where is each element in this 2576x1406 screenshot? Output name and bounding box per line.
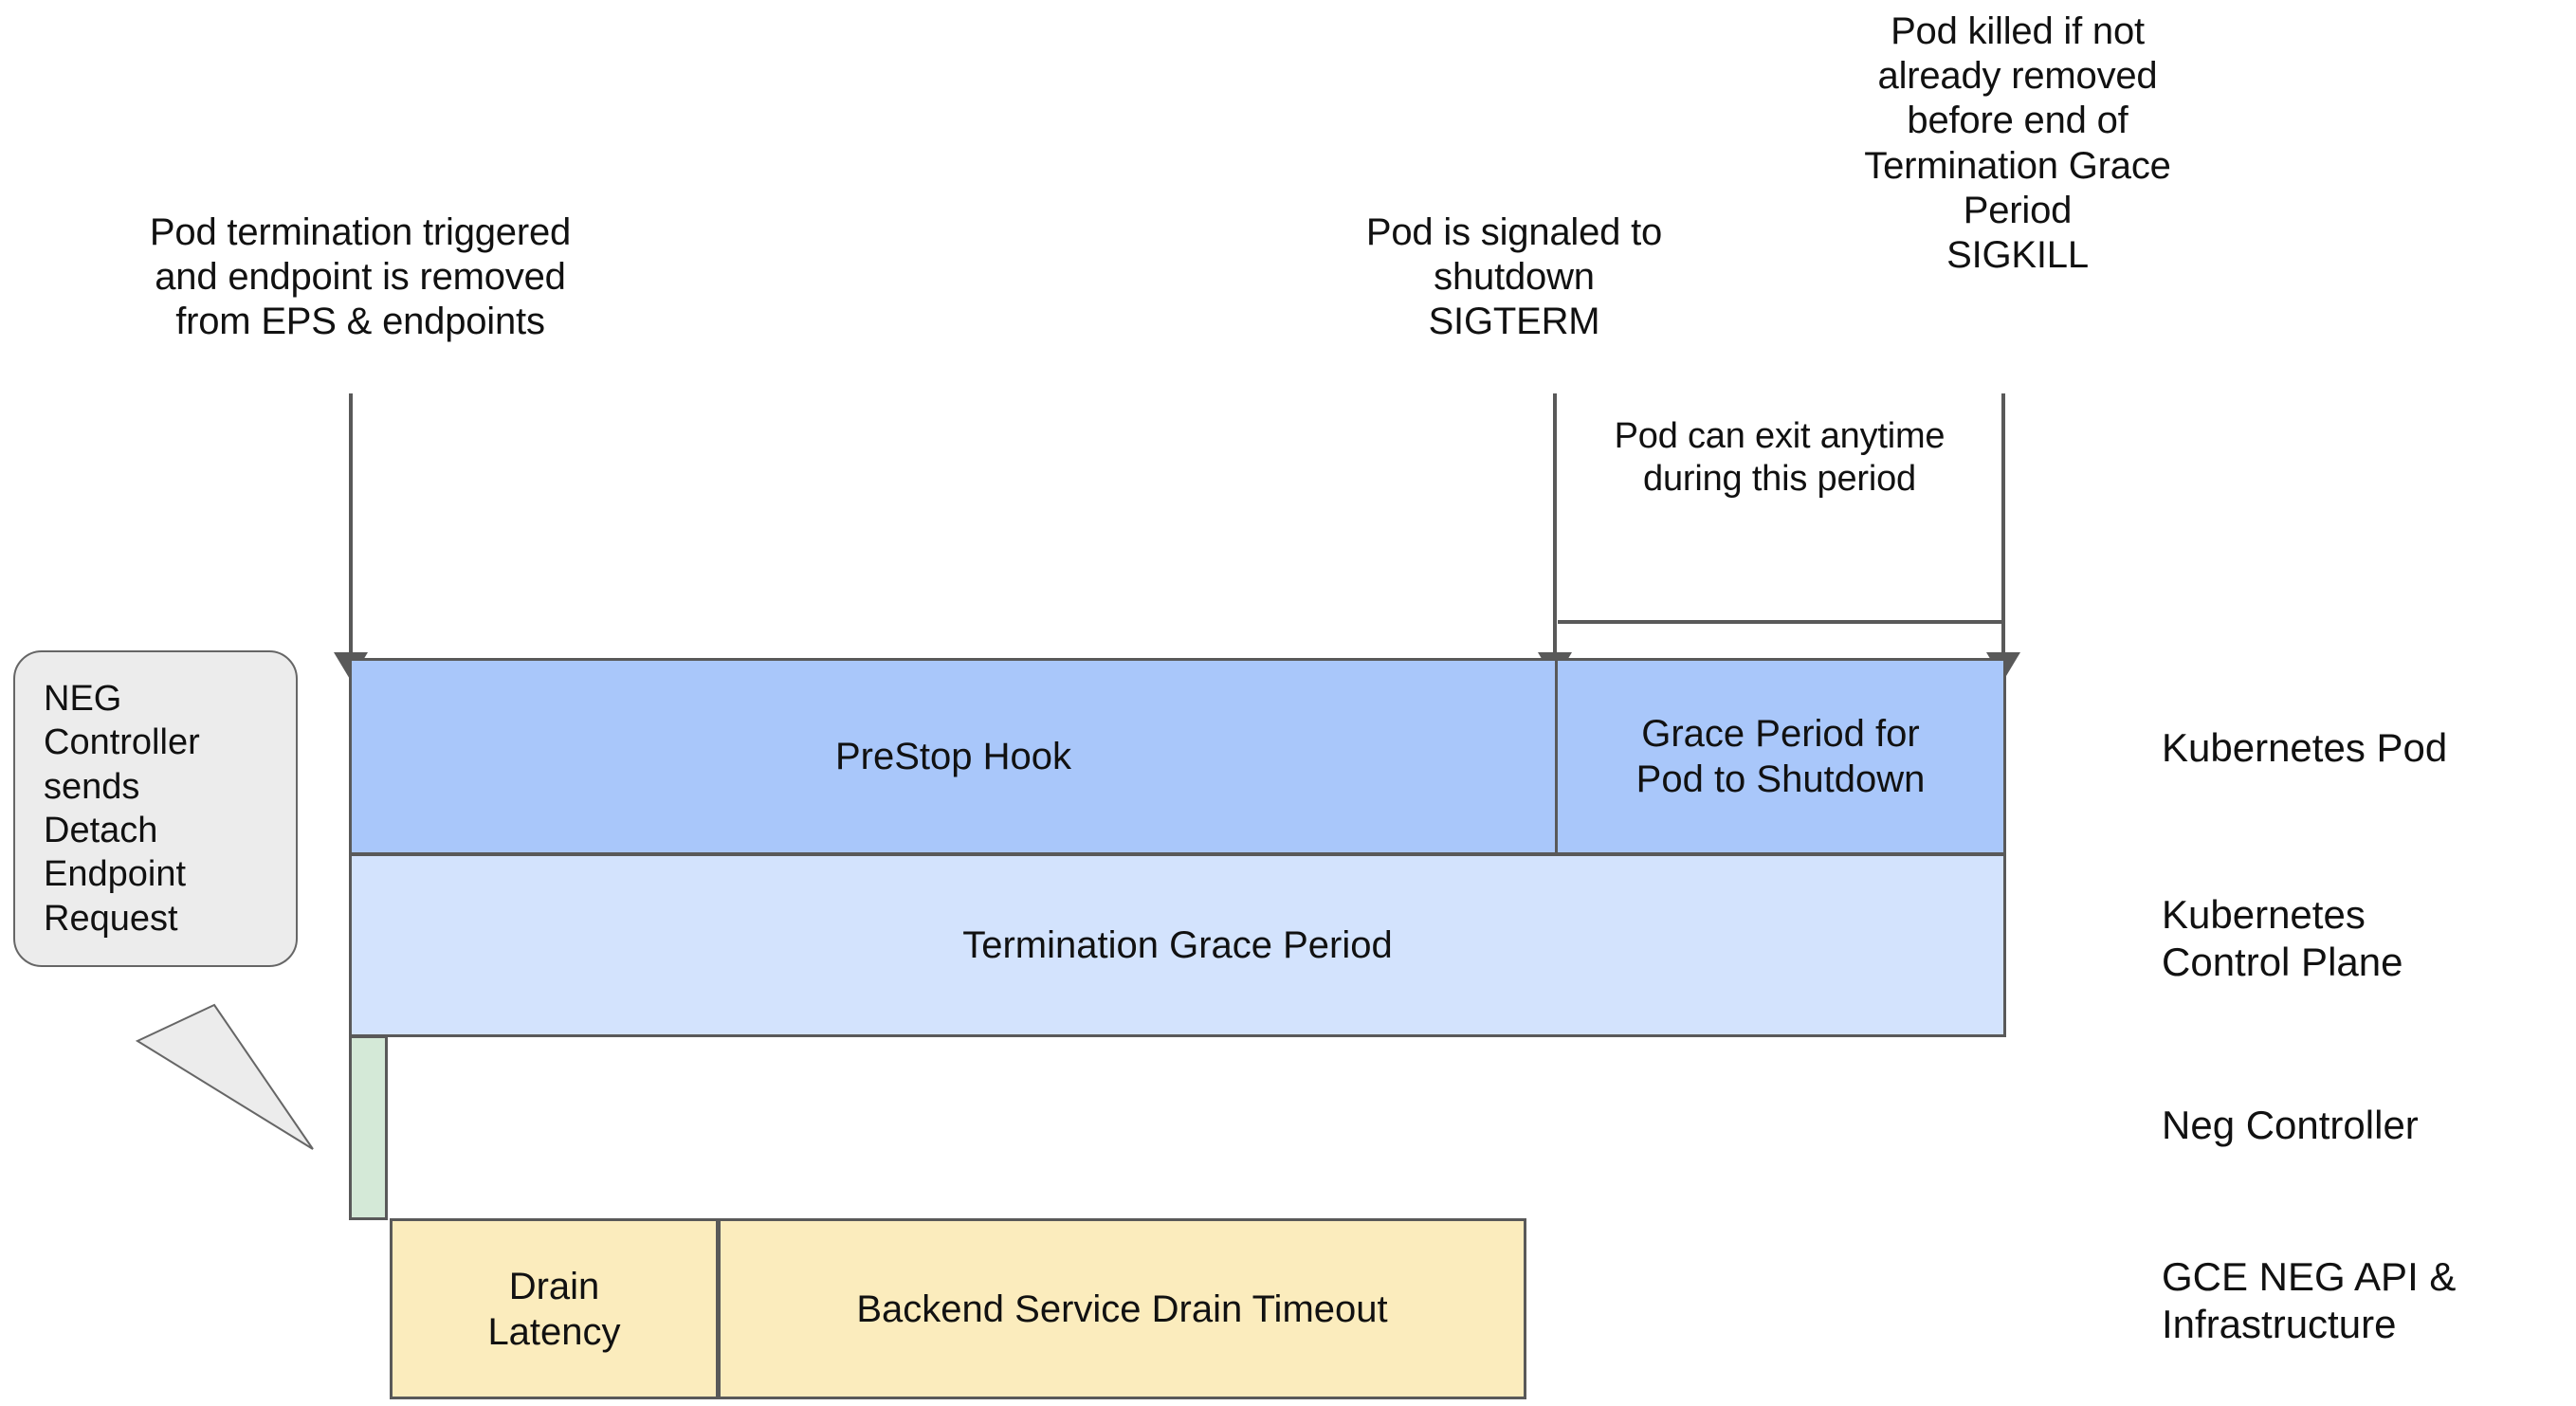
bar-grace-period-shutdown: Grace Period for Pod to Shutdown: [1555, 658, 2006, 855]
lane-label-gce-neg-api: GCE NEG API & Infrastructure: [2162, 1254, 2457, 1347]
lane-label-neg-controller: Neg Controller: [2162, 1103, 2419, 1147]
callout-neg-controller-detach: NEG Controller sends Detach Endpoint Req…: [13, 650, 298, 968]
lane-label-kubernetes-pod: Kubernetes Pod: [2162, 725, 2448, 770]
annotation-pod-killed-sigkill: Pod killed if not already removed before…: [1864, 10, 2171, 276]
lane-label-kubernetes-control-plane: Kubernetes Control Plane: [2162, 892, 2403, 985]
bar-prestop-hook: PreStop Hook: [349, 658, 1558, 855]
annotation-pod-can-exit: Pod can exit anytime during this period: [1614, 416, 1946, 499]
annotation-pod-termination-triggered: Pod termination triggered and endpoint i…: [149, 211, 572, 343]
bar-termination-grace-period: Termination Grace Period: [349, 853, 2006, 1037]
arrow-pod-termination-triggered: [334, 393, 368, 681]
callout-tail: [135, 1003, 314, 1150]
annotation-pod-signaled-shutdown: Pod is signaled to shutdown SIGTERM: [1365, 211, 1663, 343]
bar-backend-service-drain-timeout: Backend Service Drain Timeout: [718, 1218, 1526, 1399]
bar-neg-detach: [349, 1035, 388, 1220]
bar-drain-latency: Drain Latency: [390, 1218, 719, 1399]
